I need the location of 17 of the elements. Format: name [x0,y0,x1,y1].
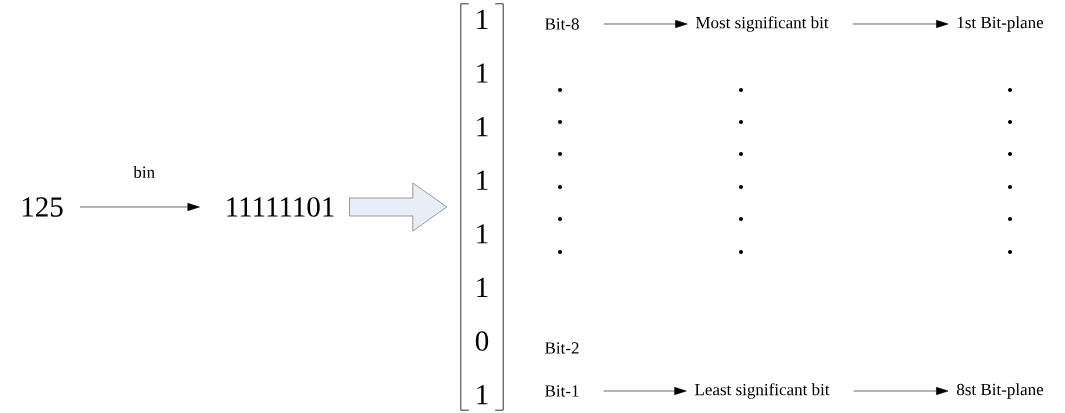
arrow [852,20,949,28]
value-text: 11111101 [227,197,334,217]
block-arrow [349,182,448,232]
value-text: Most significant bit [695,16,829,32]
value-text: Bit-8 [545,18,579,30]
value-text: 125 [22,197,63,217]
arrow [603,20,688,28]
bit-vector: 1 1 1 1 1 1 0 1 [460,3,504,411]
arrow [603,387,687,395]
value-text: 1st Bit-plane [957,16,1044,32]
value-text: Least significant bit [695,383,830,399]
bit-label: Bit-2 [545,342,579,354]
arrow [79,203,200,211]
arrow [853,387,949,395]
value-text: Bit-1 [545,385,579,397]
edge-label: bin [133,166,155,178]
value-text: 8st Bit-plane [957,383,1044,399]
